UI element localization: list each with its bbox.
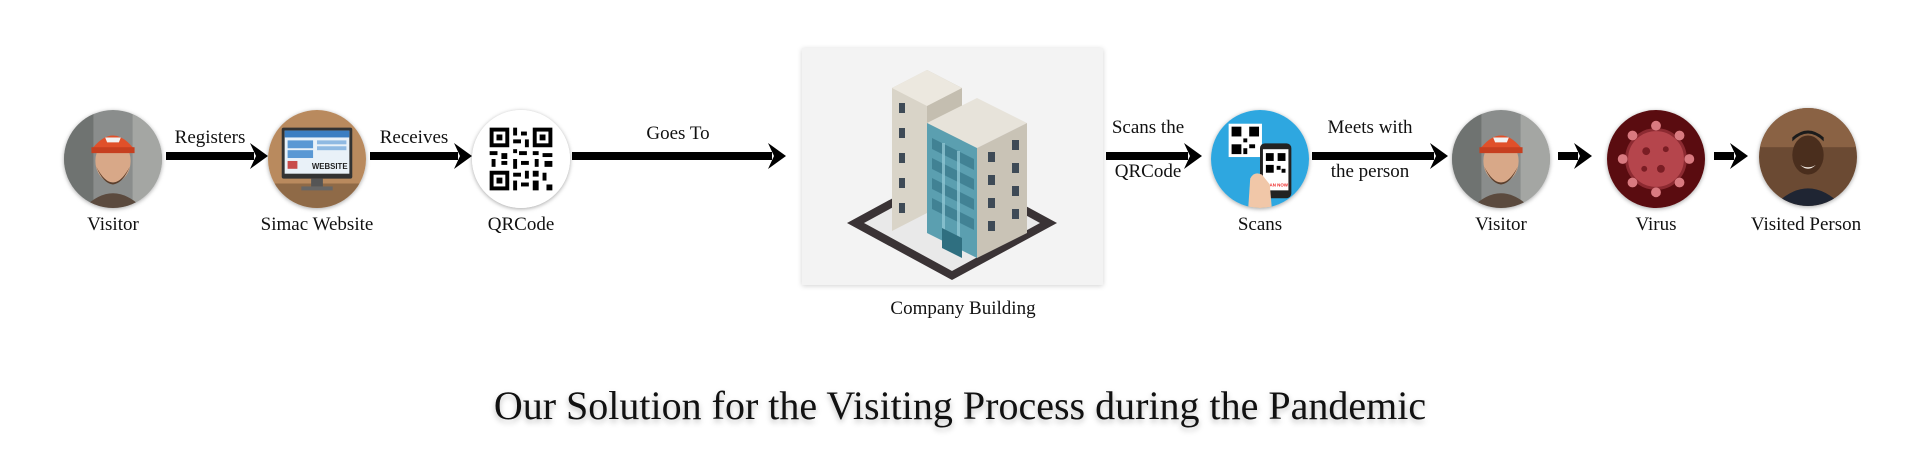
- arrow-scans: [1106, 143, 1202, 169]
- visitor-label-2: Visitor: [1475, 214, 1527, 235]
- virus-image: [1607, 110, 1705, 208]
- qrcode-icon: [472, 110, 570, 208]
- arrow-visitor-virus: [1558, 143, 1592, 169]
- meets-with-label-line2: the person: [1330, 161, 1410, 182]
- arrow-receives: [370, 143, 472, 169]
- phone-scan-icon: SCAN NOW: [1211, 110, 1309, 208]
- building-label: Company Building: [890, 298, 1036, 319]
- registers-label: Registers: [174, 127, 246, 148]
- meets-with-label-line1: Meets with: [1327, 117, 1413, 138]
- receives-label: Receives: [379, 127, 449, 148]
- page-title: Our Solution for the Visiting Process du…: [493, 383, 1427, 428]
- visitor-avatar-icon: [1452, 110, 1550, 208]
- person-avatar-icon: [1759, 108, 1857, 206]
- arrow-meets-with: [1312, 143, 1448, 169]
- website-photo: WEBSITE: [268, 110, 366, 208]
- visited-person-label: Visited Person: [1750, 214, 1862, 235]
- arrow-virus-visited: [1714, 143, 1748, 169]
- visitor-label: Visitor: [87, 214, 139, 235]
- qrcode-image: [472, 110, 570, 208]
- website-label: Simac Website: [260, 214, 374, 235]
- scans-image: SCAN NOW: [1211, 110, 1309, 208]
- scans-the-label-line1: Scans the: [1111, 117, 1185, 138]
- visitor-photo-2: [1452, 110, 1550, 208]
- phone-scan-text: SCAN NOW: [1263, 182, 1288, 187]
- virus-icon: [1607, 110, 1705, 208]
- website-screen-text: WEBSITE: [312, 162, 348, 171]
- visitor-photo: [64, 110, 162, 208]
- goes-to-label: Goes To: [646, 123, 710, 144]
- building-card: [802, 48, 1103, 285]
- website-monitor-icon: WEBSITE: [268, 110, 366, 208]
- arrow-registers: [166, 143, 268, 169]
- virus-label: Virus: [1635, 214, 1677, 235]
- scans-label: Scans: [1237, 214, 1283, 235]
- visited-person-photo: [1759, 108, 1857, 206]
- arrow-goes-to: [572, 143, 786, 169]
- scans-the-label-line2: QRCode: [1114, 161, 1182, 182]
- qrcode-label: QRCode: [487, 214, 555, 235]
- visitor-avatar-icon: [64, 110, 162, 208]
- building-icon: [847, 70, 1057, 280]
